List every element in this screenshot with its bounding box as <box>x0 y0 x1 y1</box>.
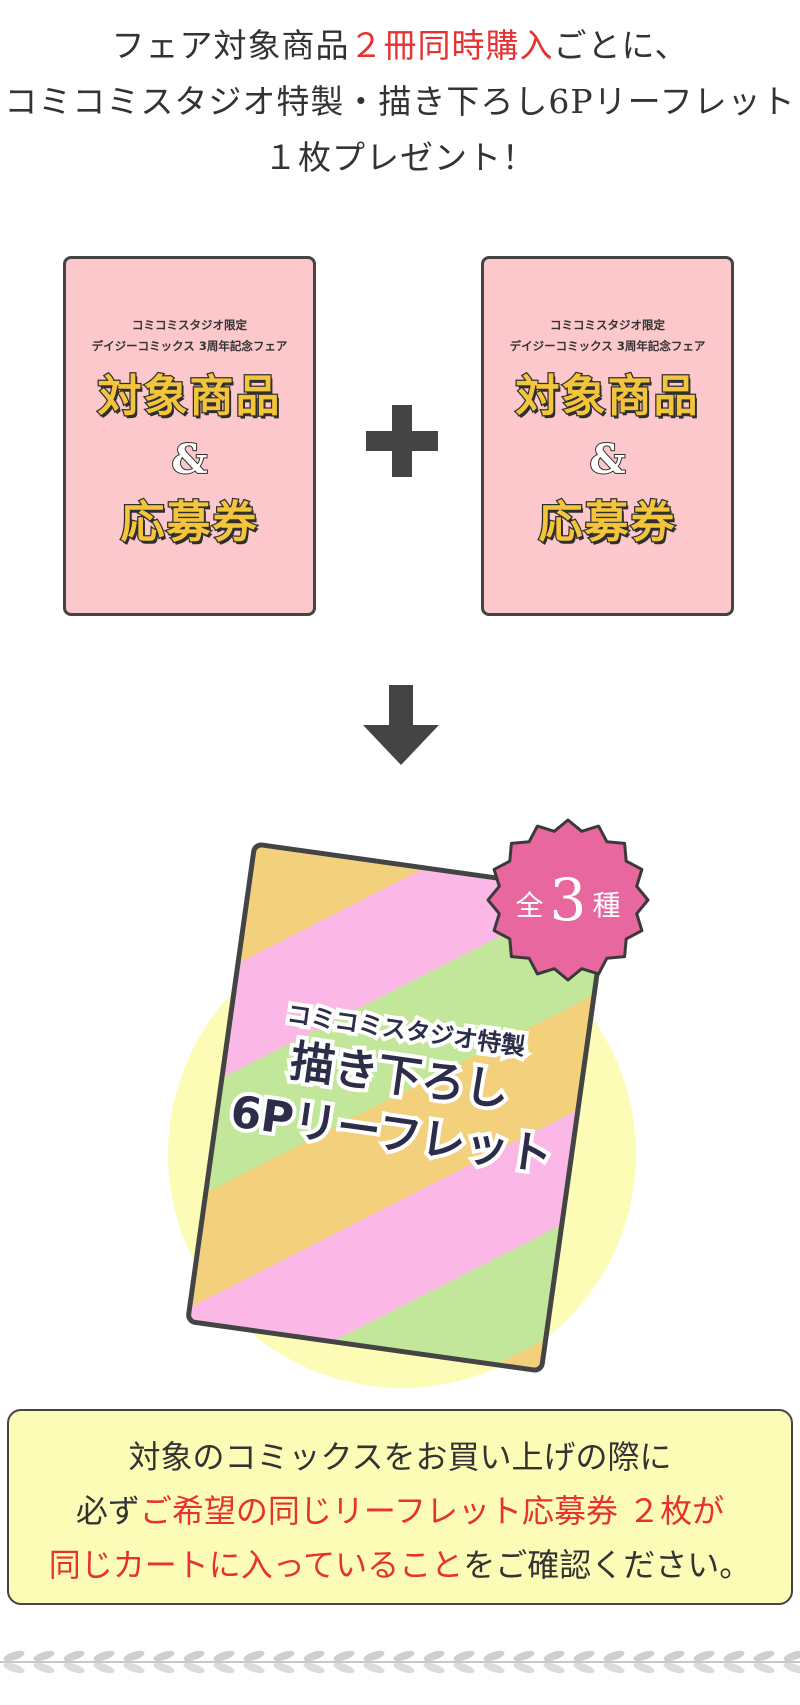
card-subtitle-fair: デイジーコミックス 3周年記念フェア <box>509 339 706 353</box>
card-title-ticket: 応募券 <box>537 496 677 550</box>
badge-icon <box>486 818 650 982</box>
laurel-leaf <box>693 1650 715 1662</box>
product-ticket-card-1: コミコミスタジオ限定 デイジーコミックス 3周年記念フェア 対象商品 & 応募券 <box>63 256 316 616</box>
laurel-leaf <box>243 1650 265 1662</box>
laurel-leaf <box>753 1662 775 1674</box>
card-title-products: 対象商品 <box>96 370 282 424</box>
laurel-leaf <box>543 1650 565 1662</box>
card-ampersand: & <box>170 435 208 484</box>
laurel-leaf <box>213 1650 235 1662</box>
laurel-leaf <box>483 1650 505 1662</box>
intro-two-volume-purchase: ２冊同時購入 <box>349 26 554 65</box>
laurel-leaf <box>663 1650 685 1662</box>
intro-line-3: １枚プレゼント！ <box>264 138 536 177</box>
card-ampersand: & <box>588 435 626 484</box>
notice-box: 対象のコミックスをお買い上げの際に 必ずご希望の同じリーフレット応募券 ２枚が … <box>7 1409 793 1605</box>
laurel-leaf <box>573 1662 595 1674</box>
notice-two-tickets: ご希望の同じリーフレット応募券 ２枚が <box>139 1492 725 1530</box>
notice-line-3: 同じカートに入っていることをご確認ください。 <box>9 1538 791 1592</box>
plus-icon <box>366 405 438 477</box>
laurel-leaf <box>63 1650 85 1662</box>
laurel-leaf <box>183 1662 205 1674</box>
card-subtitle-fair: デイジーコミックス 3周年記念フェア <box>91 339 288 353</box>
laurel-leaf <box>603 1662 625 1674</box>
laurel-leaf <box>453 1662 475 1674</box>
laurel-leaf <box>453 1650 475 1662</box>
laurel-leaf <box>363 1662 385 1674</box>
laurel-leaf <box>153 1650 175 1662</box>
card-title-ticket: 応募券 <box>119 496 259 550</box>
intro-each: ごとに、 <box>553 26 689 65</box>
laurel-leaf <box>783 1650 800 1662</box>
laurel-leaf <box>3 1650 25 1662</box>
card-title-products: 対象商品 <box>514 370 700 424</box>
laurel-leaf <box>63 1662 85 1674</box>
laurel-leaf <box>423 1662 445 1674</box>
laurel-leaf <box>333 1650 355 1662</box>
laurel-leaf <box>543 1662 565 1674</box>
notice-please-confirm: をご確認ください。 <box>463 1546 752 1584</box>
laurel-leaf <box>213 1662 235 1674</box>
arrow-down-icon <box>363 685 439 765</box>
product-ticket-card-2: コミコミスタジオ限定 デイジーコミックス 3周年記念フェア 対象商品 & 応募券 <box>481 256 734 616</box>
laurel-leaf <box>183 1650 205 1662</box>
laurel-leaf <box>153 1662 175 1674</box>
intro-line-2: コミコミスタジオ特製・描き下ろし6Pリーフレット <box>4 82 796 121</box>
laurel-leaf <box>603 1650 625 1662</box>
card-subtitle-store: コミコミスタジオ限定 <box>132 318 247 332</box>
laurel-leaf <box>513 1650 535 1662</box>
laurel-leaf <box>663 1662 685 1674</box>
notice-line-1: 対象のコミックスをお買い上げの際に <box>128 1438 672 1476</box>
laurel-leaf <box>123 1650 145 1662</box>
laurel-leaf <box>333 1662 355 1674</box>
notice-same-cart: 同じカートに入っていること <box>48 1546 464 1584</box>
laurel-leaf <box>303 1662 325 1674</box>
laurel-leaf <box>783 1662 800 1674</box>
intro-text: フェア対象商品２冊同時購入ごとに、 コミコミスタジオ特製・描き下ろし6Pリーフレ… <box>0 18 800 186</box>
laurel-leaf <box>723 1662 745 1674</box>
laurel-leaf <box>123 1662 145 1674</box>
badge-prefix: 全 <box>515 889 544 922</box>
notice-line-2: 必ずご希望の同じリーフレット応募券 ２枚が <box>9 1484 791 1538</box>
laurel-leaf <box>723 1650 745 1662</box>
laurel-leaf <box>243 1662 265 1674</box>
laurel-divider-icon <box>0 1650 800 1674</box>
variety-badge: 全 3 種 <box>481 813 655 987</box>
intro-line-1: フェア対象商品２冊同時購入ごとに、 <box>0 18 800 74</box>
laurel-leaf <box>93 1662 115 1674</box>
laurel-leaf <box>393 1662 415 1674</box>
laurel-leaf <box>633 1662 655 1674</box>
laurel-leaf <box>513 1662 535 1674</box>
laurel-leaf <box>273 1650 295 1662</box>
laurel-leaf <box>393 1650 415 1662</box>
laurel-leaf <box>33 1650 55 1662</box>
card-subtitle-store: コミコミスタジオ限定 <box>550 318 665 332</box>
laurel-leaf <box>633 1650 655 1662</box>
laurel-leaf <box>93 1650 115 1662</box>
laurel-leaf <box>423 1650 445 1662</box>
laurel-leaf <box>33 1662 55 1674</box>
badge-suffix: 種 <box>592 889 621 922</box>
laurel-leaf <box>3 1662 25 1674</box>
laurel-leaf <box>273 1662 295 1674</box>
laurel-leaf <box>483 1662 505 1674</box>
laurel-leaf <box>573 1650 595 1662</box>
laurel-leaf <box>693 1662 715 1674</box>
laurel-leaf <box>753 1650 775 1662</box>
laurel-leaf <box>363 1650 385 1662</box>
intro-target-products: フェア対象商品 <box>111 26 350 65</box>
badge-number: 3 <box>549 866 587 934</box>
laurel-leaf <box>303 1650 325 1662</box>
notice-must: 必ず <box>75 1492 140 1530</box>
